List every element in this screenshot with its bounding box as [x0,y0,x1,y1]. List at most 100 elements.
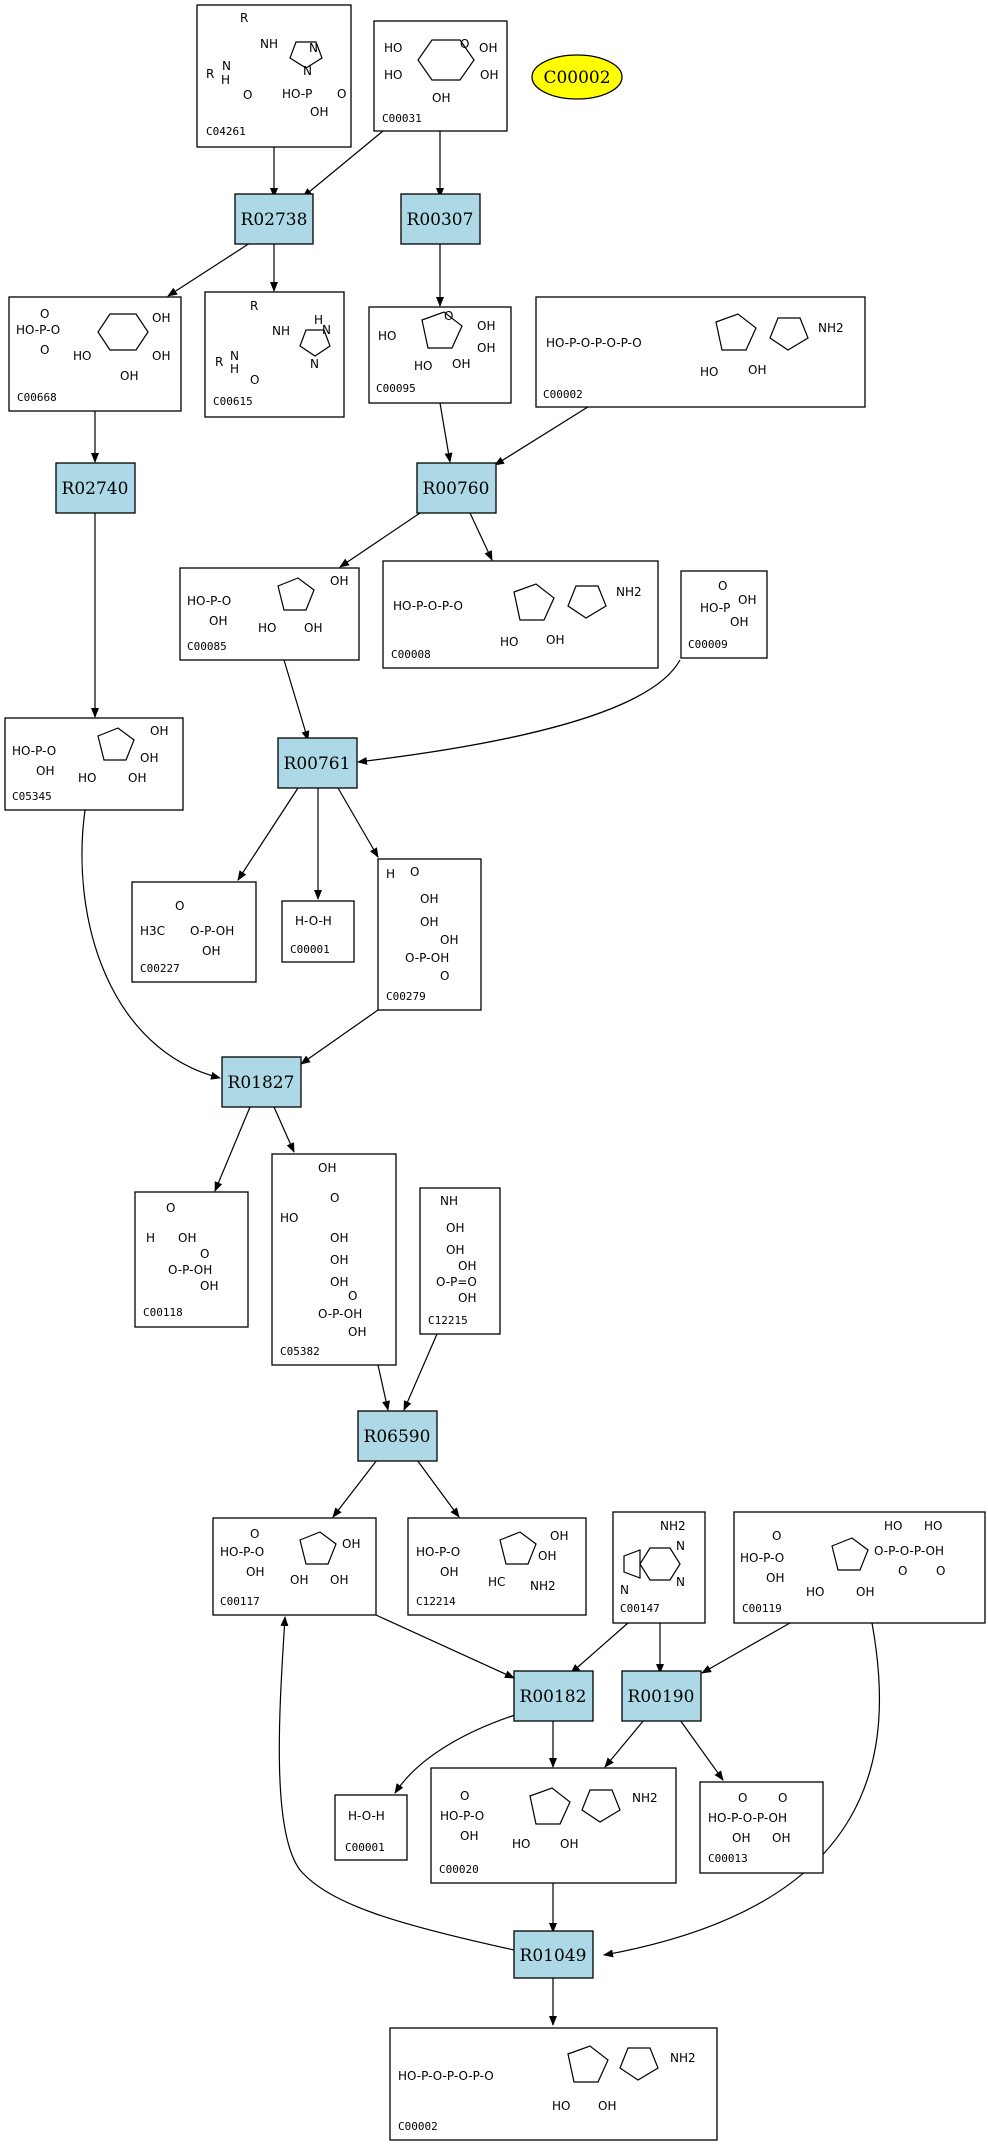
highlight-compound[interactable]: C00002 [531,54,623,100]
reaction-r06590[interactable]: R06590 [357,1410,438,1462]
edge-c00119-r00190 [701,1622,791,1674]
compound-c12214[interactable]: HO-P-O OH OH OH HC NH2 C12214 [407,1517,587,1616]
reaction-r00182[interactable]: R00182 [513,1670,594,1722]
fragment: OH [730,615,748,629]
fragment: OH [202,944,220,958]
reaction-label: R01049 [520,1946,587,1966]
reaction-label: R02738 [241,210,308,230]
compound-id: C12215 [428,1314,468,1327]
compound-c05345[interactable]: HO-P-O OH OH OH HO OH C05345 [4,717,184,811]
edge-r00761-c00279 [337,787,379,858]
compound-c00227[interactable]: O H3C O-P-OH OH C00227 [131,881,257,983]
compound-c00119[interactable]: O HO-P-O OH HO HO O-P-O-P-OH O O HO OH C… [733,1511,986,1624]
compound-id: C00008 [391,648,431,661]
compound-c00001-a[interactable]: H-O-H C00001 [281,900,355,963]
reaction-r00760[interactable]: R00760 [416,462,497,514]
furanose-ring [277,577,315,611]
compound-id: C00001 [290,943,330,956]
imidazole-ring [289,41,323,69]
fragment: OH [330,1275,348,1289]
compound-id: C00095 [376,382,416,395]
compound-c00085[interactable]: HO-P-O OH OH HO OH C00085 [179,567,360,661]
compound-id: C00002 [398,2120,438,2133]
fragment: OH [310,105,328,119]
compound-id: C00001 [345,1841,385,1854]
compound-c00008[interactable]: HO-P-O-P-O NH2 HO OH C00008 [382,560,659,669]
compound-c04261[interactable]: R NH R N H O N N HO-P O OH C04261 [196,4,352,148]
reaction-label: R01827 [228,1073,295,1093]
compound-c00009[interactable]: O HO-P OH OH C00009 [680,570,768,659]
compound-c00095[interactable]: HO O OH OH HO OH C00095 [368,306,512,404]
edge-r02738-c00668 [167,242,251,297]
fragment: O [738,1791,747,1805]
compound-c00031[interactable]: HO O OH HO OH OH C00031 [373,20,508,132]
fragment: O [330,1191,339,1205]
compound-c00020[interactable]: O HO-P-O OH NH2 HO OH C00020 [430,1767,677,1884]
furanose-ring [97,727,135,761]
fragment: OH [458,1259,476,1273]
reaction-label: R00307 [407,210,474,230]
edges [81,130,881,2026]
compound-id: C00227 [140,962,180,975]
compound-c00118[interactable]: O H OH O O-P-OH OH C00118 [134,1191,249,1328]
compound-id: C00031 [382,112,422,125]
fragment: HO [806,1585,824,1599]
fragment: O [410,865,419,879]
fragment: O [175,899,184,913]
compound-c00002-top[interactable]: HO-P-O-P-O-P-O NH2 HO OH C00002 [535,296,866,408]
fragment: O [250,373,259,387]
fragment: HO [700,365,718,379]
compound-c00668[interactable]: O HO-P-O O OH HO OH OH C00668 [8,296,182,412]
compound-c00001-b[interactable]: H-O-H C00001 [334,1794,408,1861]
fragment: H [221,73,230,87]
fragment: OH [546,633,564,647]
edge-c00085-r00761 [283,659,310,741]
compound-id: C05345 [12,790,52,803]
compound-id: C04261 [206,125,246,138]
fragment: OH [128,771,146,785]
fragment: NH [260,37,278,51]
compound-c00147[interactable]: NH2 N N N C00147 [612,1511,706,1624]
compound-id: C12214 [416,1595,456,1608]
fragment: O-P-OH [190,924,234,938]
imidazole-ring [299,329,331,357]
fragment: OH [178,1231,196,1245]
compound-c05382[interactable]: OH O HO OH OH OH O O-P-OH OH C05382 [271,1153,397,1366]
fragment: OH [538,1549,556,1563]
edge-r00761-c00227 [237,787,299,881]
reaction-r00761[interactable]: R00761 [277,737,358,789]
fragment: HO [884,1519,902,1533]
fragment: HO-P-O [220,1545,264,1559]
purine-ring [567,585,607,619]
fragment: O [718,579,727,593]
fragment: O [778,1791,787,1805]
fragment: H-O-H [348,1809,385,1823]
fragment: H-O-H [295,914,332,928]
compound-id: C00668 [17,391,57,404]
compound-c12215[interactable]: NH OH OH OH O-P=O OH C12215 [419,1187,501,1335]
compound-c00002-bottom[interactable]: HO-P-O-P-O-P-O NH2 HO OH C00002 [389,2027,718,2141]
compound-id: C00147 [620,1602,660,1615]
fragment: O [348,1289,357,1303]
compound-c00615[interactable]: R NH R N H O H N N C00615 [204,291,345,418]
compound-c00279[interactable]: H O OH OH OH O-P-OH O C00279 [377,858,482,1011]
reaction-r00307[interactable]: R00307 [400,193,481,245]
edge-c05345-r01827 [81,809,221,1080]
compound-c00013[interactable]: O O HO-P-O-P-OH OH OH C00013 [699,1781,824,1874]
fragment: NH2 [616,585,642,599]
reaction-r00190[interactable]: R00190 [621,1670,702,1722]
compound-c00117[interactable]: O HO-P-O OH OH OH OH C00117 [212,1517,377,1616]
fragment: HO [384,68,402,82]
reaction-r02740[interactable]: R02740 [55,462,136,514]
reaction-r01049[interactable]: R01049 [513,1930,594,1979]
reaction-r01827[interactable]: R01827 [221,1056,302,1108]
fragment: O [250,1527,259,1541]
fragment: N [230,349,239,363]
fragment: O [898,1564,907,1578]
compound-id: C00002 [543,388,583,401]
fragment: OH [560,1837,578,1851]
fragment: O [440,969,449,983]
reaction-r02738[interactable]: R02738 [234,193,314,245]
fragment: OH [342,1537,360,1551]
